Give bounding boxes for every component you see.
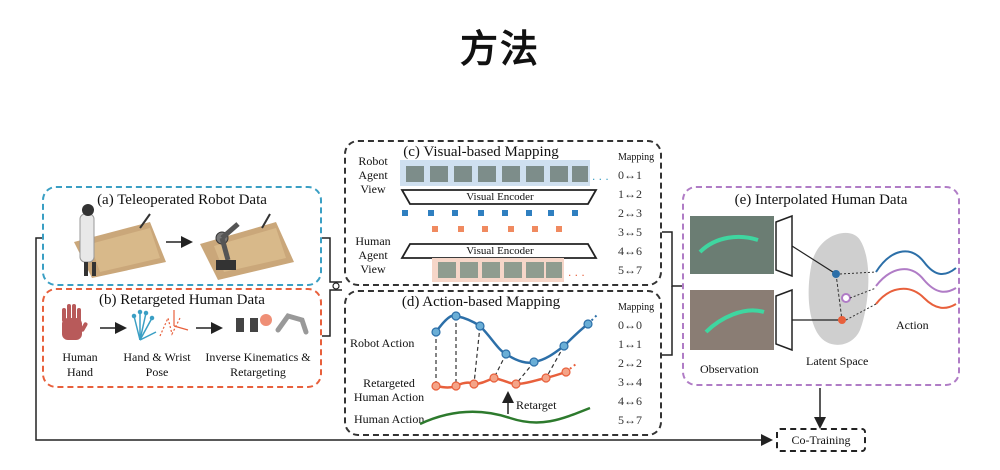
panel-e-title: (e) Interpolated Human Data: [734, 192, 908, 208]
panel-c-mapping-header: Mapping: [618, 152, 655, 163]
panel-interpolated-human-data: (e) Interpolated Human Data: [682, 186, 960, 386]
mapping-d-1: 1↔1: [618, 337, 642, 351]
latent-space-label: Latent Space: [806, 354, 869, 368]
human-action-label: Human Action: [354, 412, 425, 426]
action-label: Action: [896, 318, 929, 332]
co-training-label: Co-Training: [791, 433, 851, 447]
svg-text:. . .: . . .: [568, 265, 585, 279]
step-hand-wrist-pose: Hand & Wrist Pose: [123, 350, 191, 379]
panel-d-title: (d) Action-based Mapping: [401, 294, 561, 310]
step-inverse-kinematics: Inverse Kinematics & Retargeting: [205, 350, 311, 379]
svg-text:. . .: . . .: [592, 169, 609, 183]
retargeted-human-action-label: Retargeted Human Action: [353, 376, 425, 404]
human-agent-view-label: Human Agent View: [355, 234, 391, 276]
robot-action-label: Robot Action: [350, 336, 415, 350]
mapping-list-c: 0↔1 1↔2 2↔3 3↔5 4↔6 5↔7: [618, 166, 642, 280]
panel-a-title: (a) Teleoperated Robot Data: [97, 192, 267, 208]
mapping-d-3: 3↔4: [618, 375, 642, 389]
robot-agent-view-label: Robot Agent View: [358, 154, 388, 196]
mapping-d-0: 0↔0: [618, 318, 642, 332]
observation-label: Observation: [700, 362, 759, 376]
mapping-c-1: 1↔2: [618, 187, 642, 201]
panel-visual-based-mapping: (c) Visual-based Mapping Mapping: [344, 140, 662, 286]
co-training-box: Co-Training: [776, 428, 866, 452]
mapping-d-4: 4↔6: [618, 394, 642, 408]
step-human-hand: Human Hand: [62, 350, 98, 379]
panel-retargeted-human-data: (b) Retargeted Human Data: [42, 288, 322, 388]
panel-teleoperated-robot-data: (a) Teleoperated Robot Data: [42, 186, 322, 286]
mapping-c-0: 0↔1: [618, 168, 642, 182]
panel-b-title: (b) Retargeted Human Data: [99, 292, 265, 308]
mapping-c-2: 2↔3: [618, 206, 642, 220]
mapping-d-2: 2↔2: [618, 356, 642, 370]
mapping-c-5: 5↔7: [618, 263, 642, 277]
mapping-c-3: 3↔5: [618, 225, 642, 239]
panel-d-mapping-header: Mapping: [618, 302, 655, 313]
observation-image-human: [690, 290, 774, 350]
retarget-label: Retarget: [516, 398, 557, 412]
panel-action-based-mapping: (d) Action-based Mapping Mapping: [344, 290, 662, 436]
panel-c-title: (c) Visual-based Mapping: [403, 144, 559, 160]
observation-image-robot: [690, 216, 774, 274]
visual-encoder-top: Visual Encoder: [466, 191, 534, 203]
mapping-d-5: 5↔7: [618, 413, 642, 427]
human-hand-image: [62, 304, 88, 340]
mapping-list-d: 0↔0 1↔1 2↔2 3↔4 4↔6 5↔7: [618, 316, 642, 430]
page-title: 方法: [459, 27, 540, 71]
mapping-c-4: 4↔6: [618, 244, 642, 258]
visual-encoder-bottom: Visual Encoder: [466, 245, 534, 257]
